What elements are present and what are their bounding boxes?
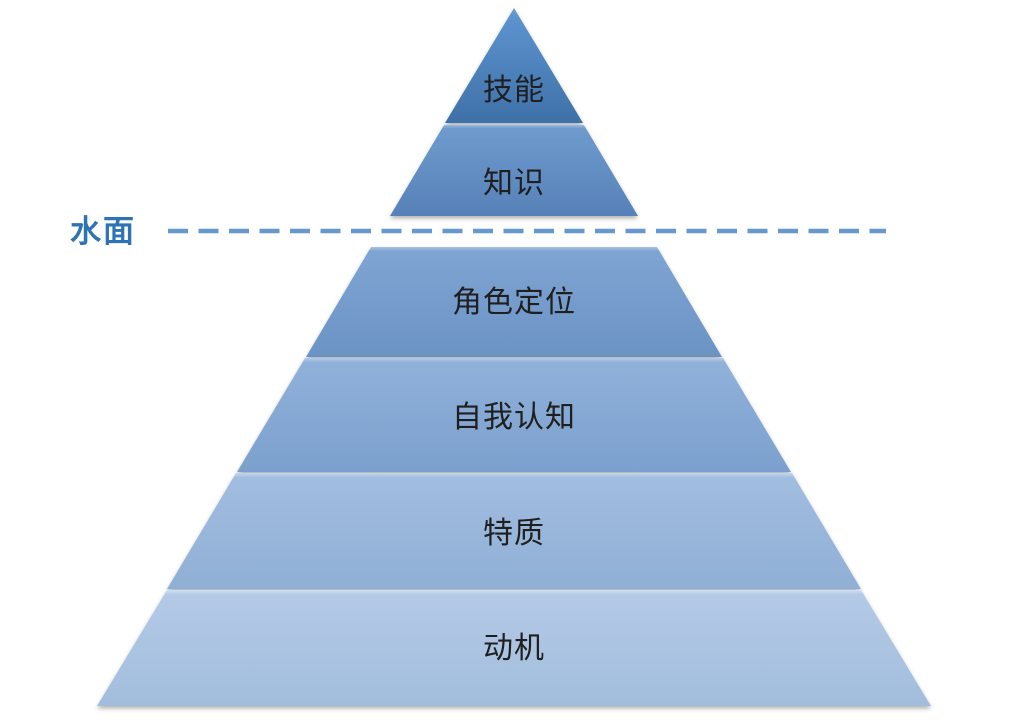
- pyramid-level-2-shape: [390, 125, 638, 216]
- pyramid-level-6-label: 动机: [483, 632, 545, 665]
- pyramid-level-3-label: 角色定位: [452, 286, 576, 319]
- pyramid-level-5-shape: [167, 473, 861, 589]
- pyramid-level-4-shape: [237, 358, 791, 472]
- pyramid-level-4-label: 自我认知: [452, 401, 576, 434]
- pyramid-level-1-shape: [445, 8, 583, 123]
- pyramid-level-5-label: 特质: [483, 517, 545, 550]
- pyramid-level-6-shape: [97, 590, 931, 706]
- waterline-label: 水面: [70, 214, 136, 249]
- pyramid-level-2-label: 知识: [483, 167, 545, 200]
- pyramid-level-3-shape: [306, 247, 722, 357]
- pyramid-level-1-label: 技能: [483, 74, 545, 107]
